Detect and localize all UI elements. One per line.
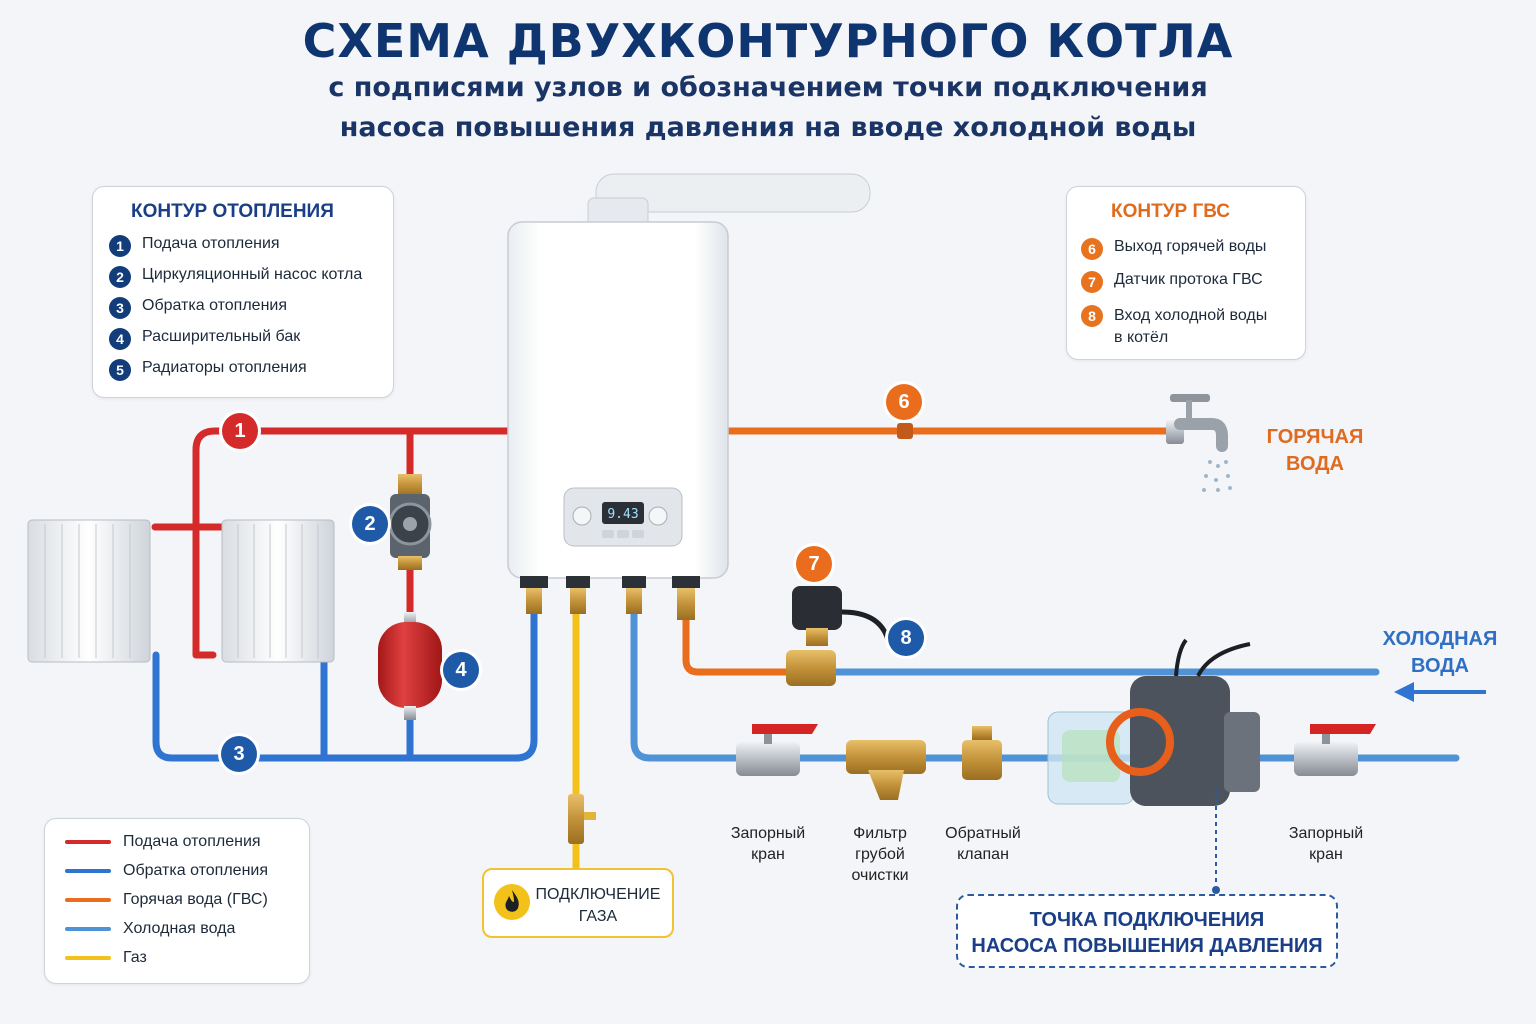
svg-text:9.43: 9.43 <box>607 507 638 522</box>
dhw-panel-title: КОНТУР ГВС <box>1111 201 1230 222</box>
return-pipes <box>152 608 538 762</box>
legend: Подача отопления Обратка отопления Горяч… <box>44 818 310 984</box>
callout-6: 6 <box>886 384 922 420</box>
legend-return: Обратка отопления <box>65 862 268 880</box>
radiator-left <box>27 519 151 663</box>
circulation-pump <box>388 474 432 570</box>
hot-fitting <box>897 423 913 439</box>
legend-gas: Газ <box>65 949 147 967</box>
legend-supply: Подача отопления <box>65 833 261 851</box>
supply-pipes <box>151 427 512 659</box>
legend-hot: Горячая вода (ГВС) <box>65 891 268 909</box>
callout-4: 4 <box>443 652 479 688</box>
booster-pump <box>1047 638 1260 806</box>
cold-water-pipes <box>630 608 1460 762</box>
hot-water-pipes <box>682 427 1176 676</box>
subtitle-line-2: насоса повышения давления на вводе холод… <box>339 112 1197 143</box>
flame-icon <box>494 884 530 920</box>
flow-sensor <box>786 586 891 686</box>
faucet <box>1166 394 1232 492</box>
check-valve <box>962 726 1002 780</box>
callout-2: 2 <box>352 506 388 542</box>
gas-valve <box>568 794 596 844</box>
shutoff-valve-left <box>736 724 818 776</box>
callout-3: 3 <box>221 736 257 772</box>
page-title: СХЕМА ДВУХКОНТУРНОГО КОТЛА <box>302 14 1234 68</box>
heating-panel-title: КОНТУР ОТОПЛЕНИЯ <box>131 201 334 222</box>
legend-cold: Холодная вода <box>65 920 235 938</box>
boiler: 9.43 <box>507 221 729 620</box>
coarse-filter <box>846 740 926 800</box>
cold-water-arrow <box>1394 682 1486 702</box>
radiator-right <box>221 519 335 663</box>
shutoff-valve-right <box>1294 724 1376 776</box>
subtitle-line-1: с подписями узлов и обозначением точки п… <box>328 72 1208 103</box>
callout-8: 8 <box>888 620 924 656</box>
expansion-tank <box>378 612 442 720</box>
callout-1: 1 <box>222 413 258 449</box>
callout-7: 7 <box>796 546 832 582</box>
